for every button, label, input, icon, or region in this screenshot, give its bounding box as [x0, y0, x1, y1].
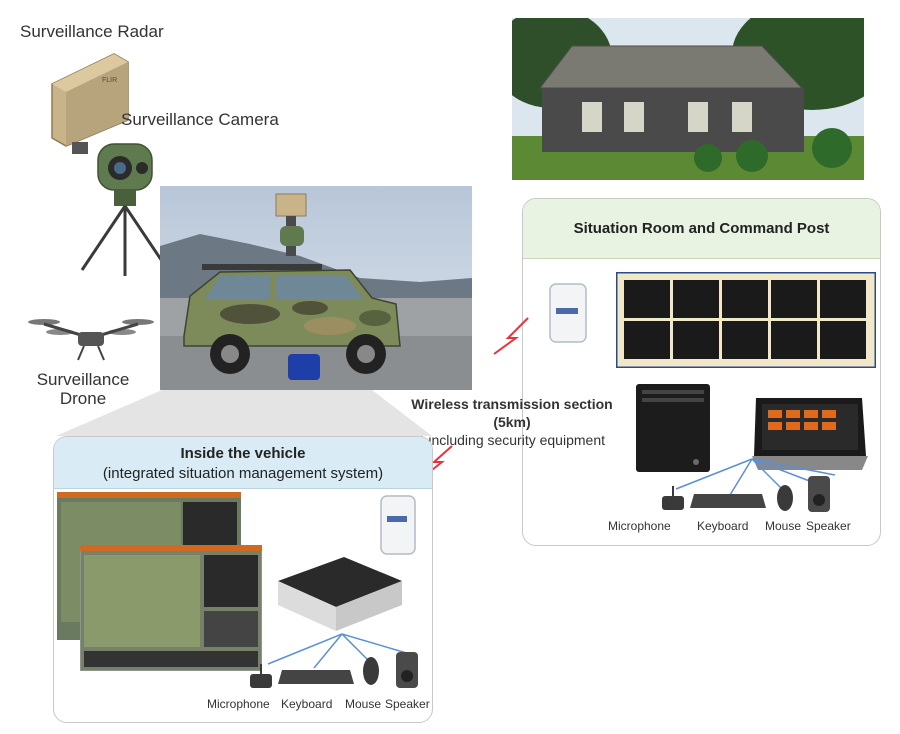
camera-icon: [70, 140, 180, 280]
wireless-label-line1: Wireless transmission section: [411, 396, 613, 412]
wireless-label: Wireless transmission section (5km) * in…: [392, 395, 632, 449]
vehicle-mouse-label: Mouse: [345, 697, 382, 711]
camera-label: Surveillance Camera: [121, 110, 279, 129]
situation-mouse-label: Mouse: [765, 519, 802, 533]
speaker-icon: [806, 474, 834, 514]
situation-keyboard-label: Keyboard: [697, 519, 749, 533]
drone-label-line2: Drone: [59, 389, 107, 408]
mouse-icon: [362, 656, 380, 686]
svg-text:FLIR: FLIR: [102, 77, 117, 84]
mouse-icon: [776, 484, 794, 512]
vehicle-title-line1: Inside the vehicle: [180, 445, 306, 462]
building-photo: [512, 18, 864, 180]
drone-icon: [26, 312, 156, 364]
wireless-label-line2: (5km): [493, 414, 531, 430]
vehicle-photo: [160, 186, 472, 390]
desktop-pc-icon: [634, 382, 714, 474]
mini-pc-icon: [274, 553, 406, 635]
vehicle-mic-label: Microphone: [207, 697, 270, 711]
situation-speaker-label: Speaker: [806, 519, 851, 533]
speaker-icon: [394, 650, 420, 690]
vehicle-wiring: [250, 630, 420, 676]
radar-label: Surveillance Radar: [20, 22, 164, 41]
situation-room-panel: Situation Room and Command Post: [522, 198, 881, 546]
radar-icon: FLIR: [44, 46, 134, 158]
vehicle-speaker-label: Speaker: [385, 697, 430, 711]
wireless-label-line3: * including security equipment: [419, 432, 605, 448]
router-icon: [548, 282, 588, 344]
lightning-icon: [490, 316, 530, 356]
drone-label-line1: Surveillance: [36, 370, 130, 389]
vehicle-header: Inside the vehicle (integrated situation…: [54, 437, 432, 489]
router-icon: [379, 494, 417, 556]
situation-wiring: [660, 455, 840, 500]
vehicle-keyboard-label: Keyboard: [281, 697, 333, 711]
vehicle-title-line2: (integrated situation management system): [102, 465, 384, 482]
situation-room-header: Situation Room and Command Post: [523, 199, 880, 259]
microphone-icon: [248, 664, 274, 692]
microphone-icon: [660, 486, 686, 514]
keyboard-icon: [690, 494, 766, 508]
video-wall-icon: [616, 272, 876, 368]
drone-label: Surveillance Drone: [18, 370, 148, 408]
vehicle-zoom-connector: [54, 388, 434, 438]
map-screen-front: [80, 545, 262, 671]
situation-room-title: Situation Room and Command Post: [573, 220, 830, 237]
touch-monitor-icon: [752, 394, 868, 474]
keyboard-icon: [278, 670, 354, 684]
situation-mic-label: Microphone: [608, 519, 671, 533]
